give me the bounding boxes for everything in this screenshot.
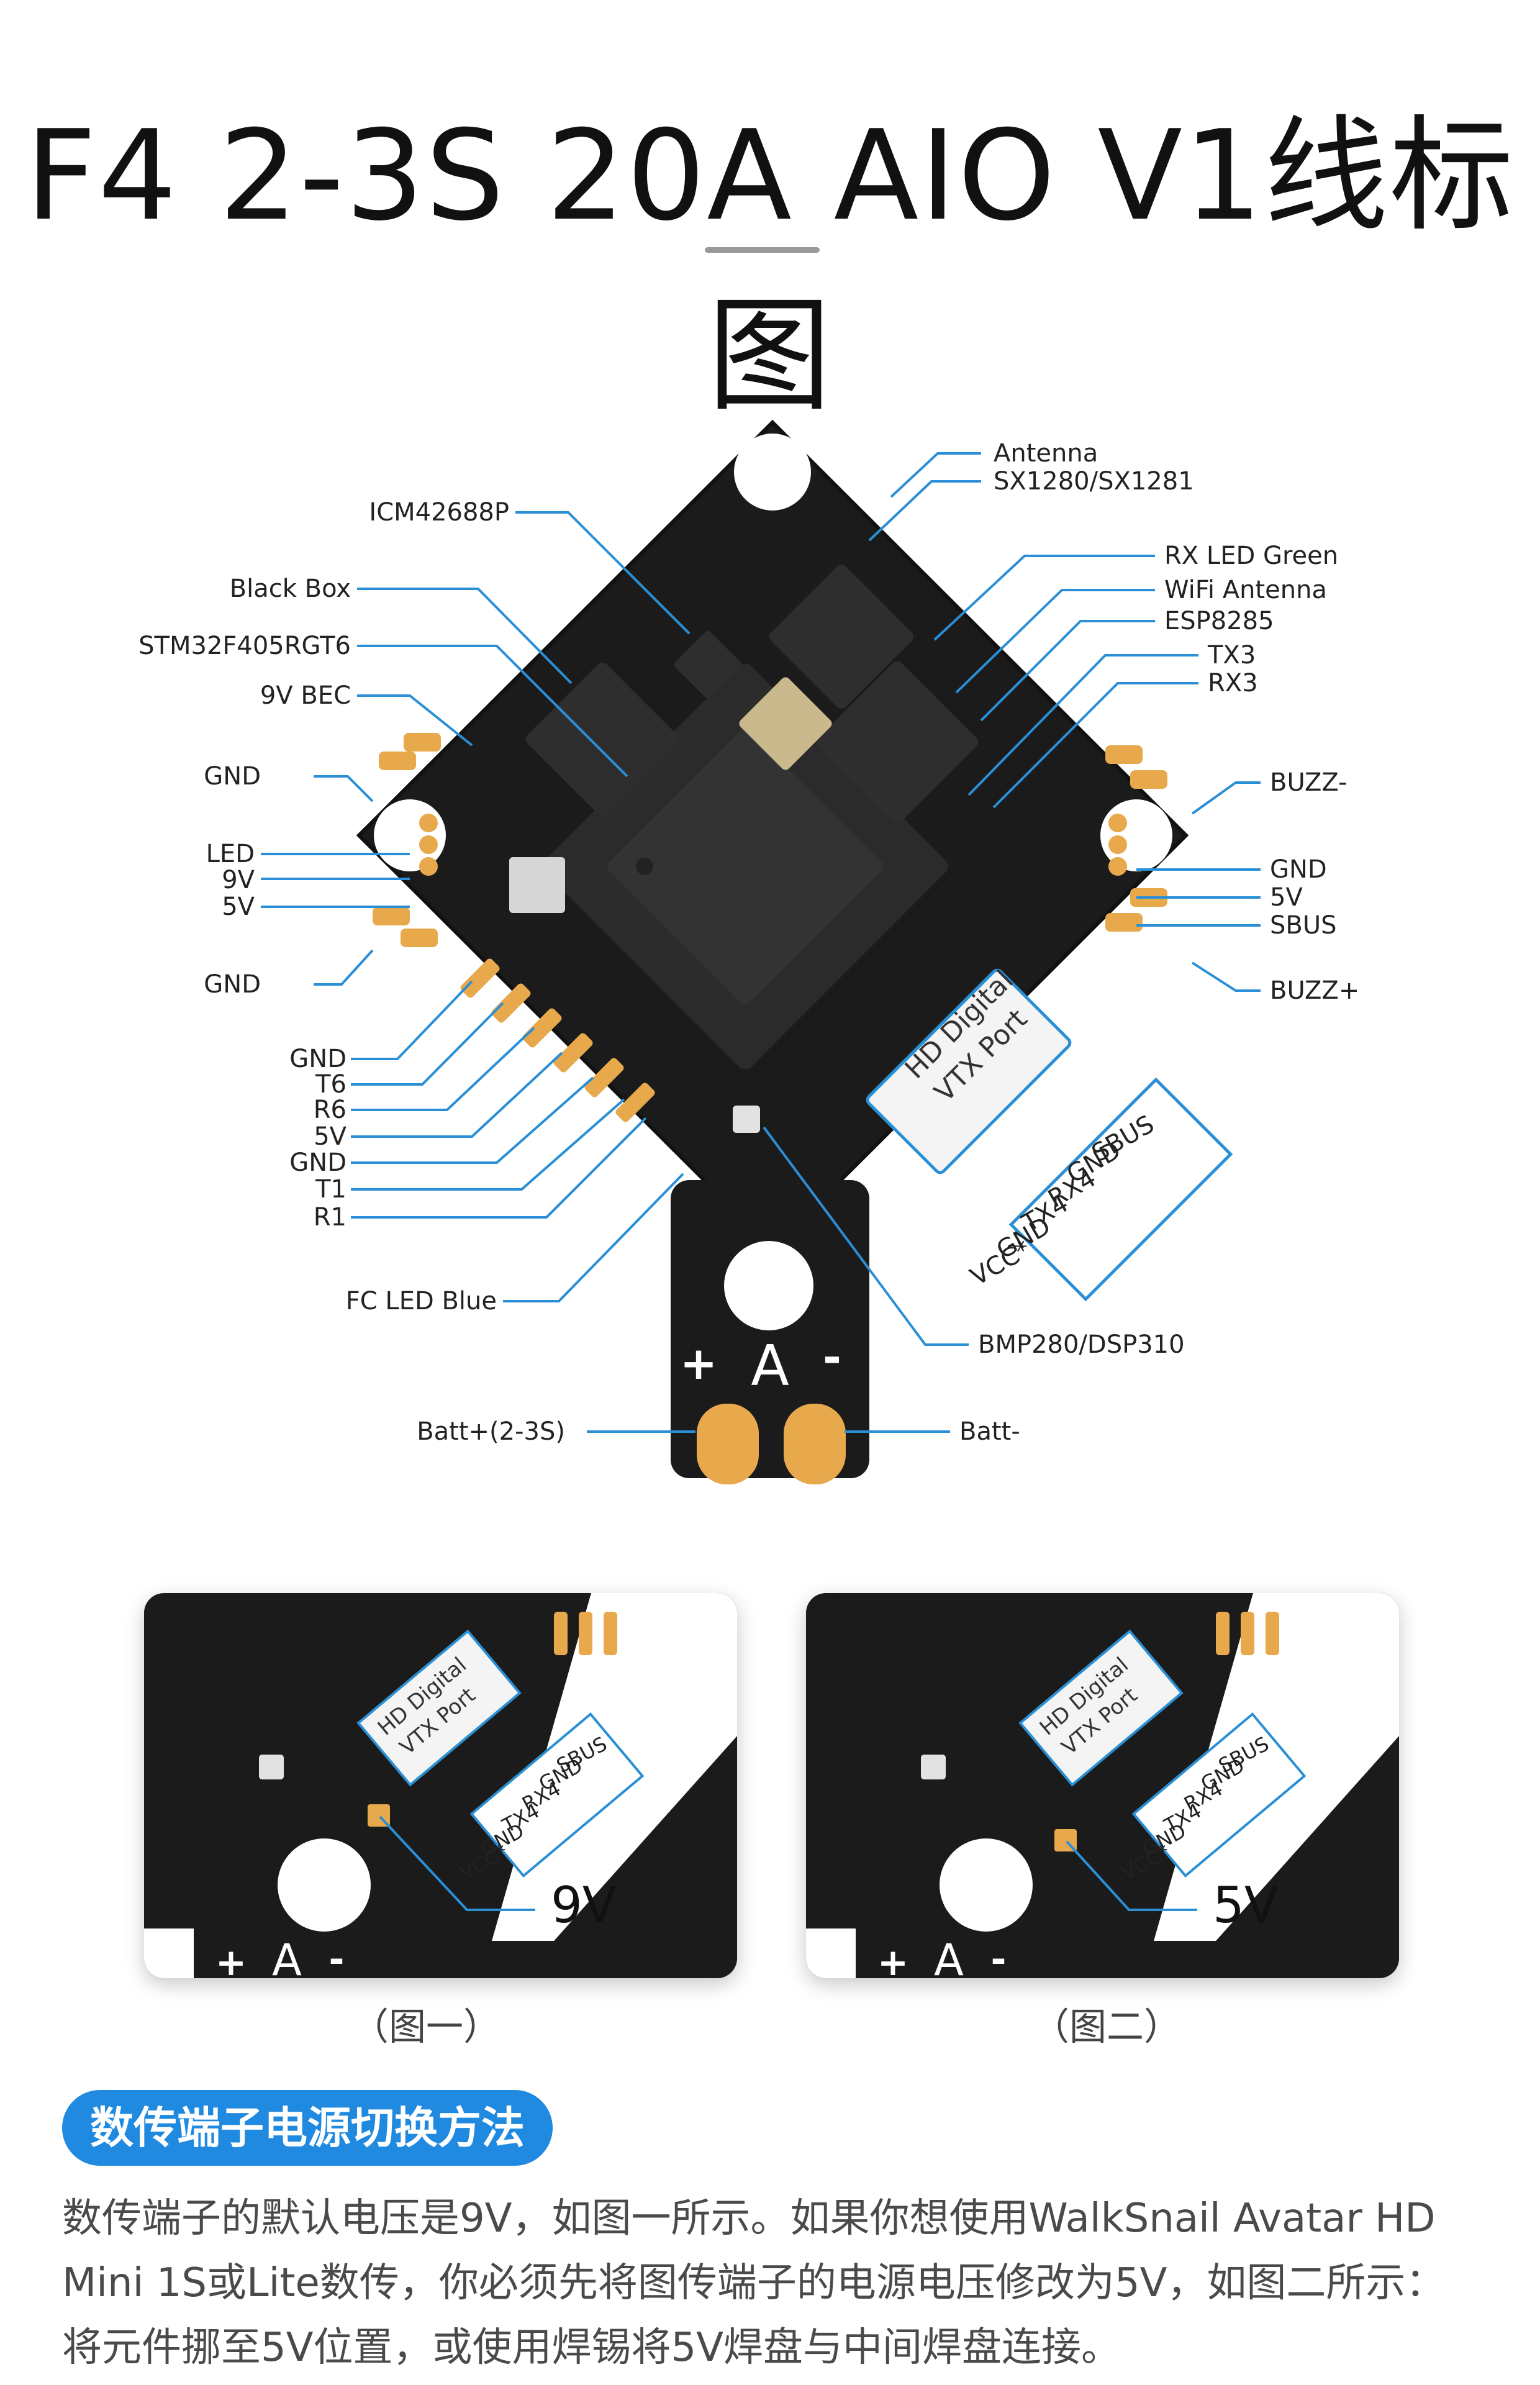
label-led: LED	[206, 840, 255, 868]
label-bmp280: BMP280/DSP310	[978, 1330, 1185, 1359]
label-gnd-uart-2: GND	[289, 1148, 346, 1177]
inset-voltage-9v: 9V	[551, 1876, 617, 1934]
label-gnd-top-left: GND	[204, 762, 261, 791]
label-t6: T6	[315, 1070, 346, 1099]
label-sx1280: SX1280/SX1281	[994, 467, 1194, 496]
label-rx3: RX3	[1208, 669, 1258, 697]
inset-caption-2: （图二）	[1032, 2006, 1181, 2049]
title-divider	[705, 247, 820, 253]
label-9v-bec: 9V BEC	[260, 681, 351, 710]
label-fc-led-blue: FC LED Blue	[346, 1287, 497, 1315]
label-r6: R6	[314, 1096, 346, 1124]
inset-caption-1: （图一）	[351, 2006, 500, 2049]
label-sbus: SBUS	[1270, 911, 1337, 940]
board-diagram: HD Digital VTX Port + A - SBUS GND RX4 T…	[138, 419, 1359, 1484]
pcb-arrow-mark: A	[751, 1333, 789, 1399]
label-9v: 9V	[222, 866, 255, 894]
inset-minus-mark: -	[991, 1938, 1007, 1978]
inset-arrow-mark: A	[934, 1935, 964, 1978]
page-title: F4 2-3S 20A AIO V1线标图	[25, 104, 1515, 429]
label-r1: R1	[314, 1203, 346, 1232]
label-batt-minus: Batt-	[959, 1417, 1020, 1446]
pcb-plus-mark: +	[680, 1337, 717, 1389]
label-5v-right: 5V	[1270, 883, 1303, 912]
inset-voltage-5v: 5V	[1213, 1876, 1279, 1934]
pcb-board: HD Digital VTX Port + A -	[356, 419, 1189, 1484]
inset-minus-mark: -	[329, 1938, 345, 1978]
label-t1: T1	[315, 1175, 346, 1204]
label-tx3: TX3	[1207, 641, 1256, 670]
inset-arrow-mark: A	[272, 1935, 302, 1978]
label-antenna: Antenna	[994, 439, 1098, 468]
label-black-box: Black Box	[230, 575, 351, 603]
label-5v-left: 5V	[222, 893, 255, 921]
label-wifi-antenna: WiFi Antenna	[1164, 576, 1327, 604]
label-5v-uart: 5V	[314, 1122, 346, 1151]
leader-lines	[261, 452, 1261, 1433]
label-esp8285: ESP8285	[1164, 607, 1274, 635]
body-line-1: 数传端子的默认电压是9V，如图一所示。如果你想使用WalkSnail Avata…	[62, 2196, 1436, 2242]
section-body: 数传端子的默认电压是9V，如图一所示。如果你想使用WalkSnail Avata…	[62, 2186, 1490, 2380]
label-rx-led-green: RX LED Green	[1164, 542, 1338, 570]
vtx-pin-box: SBUS GND RX4 TX4 GND VCC*	[966, 1077, 1233, 1302]
label-batt-plus: Batt+(2-3S)	[417, 1417, 565, 1446]
section-heading: 数传端子电源切换方法	[62, 2090, 553, 2166]
label-gnd-uart: GND	[289, 1045, 346, 1073]
label-gnd-bottom-left: GND	[204, 970, 261, 999]
inset-plus-mark: +	[877, 1941, 908, 1978]
body-line-2: Mini 1S或Lite数传，你必须先将图传端子的电源电压修改为5V，如图二所示…	[62, 2260, 1446, 2306]
label-buzz-minus: BUZZ-	[1270, 768, 1348, 797]
label-stm32f405rgt6: STM32F405RGT6	[138, 632, 351, 660]
inset-figure-1: HD Digital VTX Port SBUS GND RX4 TX4 GND…	[144, 1593, 737, 1978]
inset-plus-mark: +	[215, 1941, 247, 1978]
label-buzz-plus: BUZZ+	[1270, 976, 1359, 1005]
label-icm42688p: ICM42688P	[369, 498, 509, 527]
pcb-minus-mark: -	[823, 1331, 841, 1383]
label-gnd-right: GND	[1270, 855, 1327, 884]
inset-figure-2: HD Digital VTX Port SBUS GND RX4 TX4 GND…	[806, 1593, 1399, 1978]
body-line-3: 将元件挪至5V位置，或使用焊锡将5V焊盘与中间焊盘连接。	[62, 2325, 1121, 2371]
